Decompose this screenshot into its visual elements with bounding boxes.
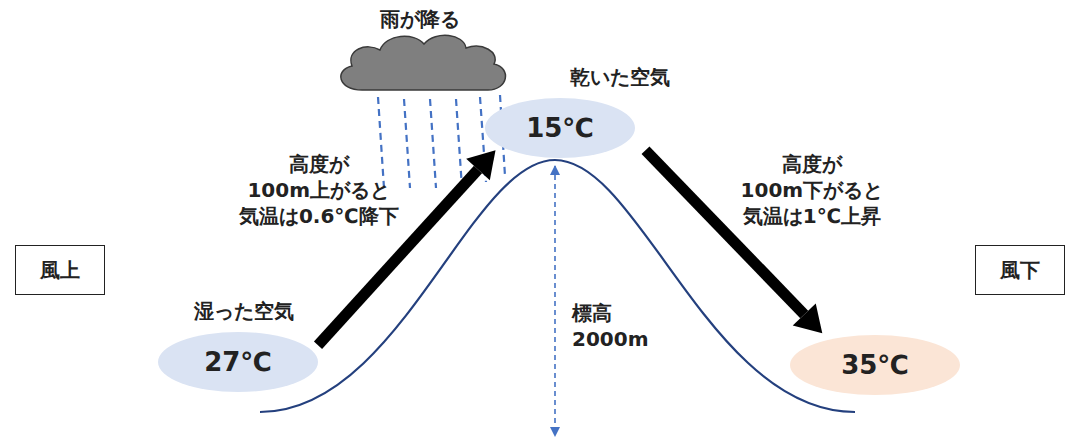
temperature-text: 35℃ xyxy=(841,350,909,380)
edge-label: 高度が 100m上がると 気温は0.6℃降下 xyxy=(229,151,409,229)
ellipse-fill xyxy=(790,335,960,395)
box-label: 風上 xyxy=(40,257,80,284)
rain-label: 雨が降る xyxy=(360,6,480,32)
rain-cloud xyxy=(341,35,506,90)
box-label: 風下 xyxy=(1000,257,1040,284)
ellipse-fill xyxy=(158,332,318,392)
ellipse-fill xyxy=(485,98,635,158)
wind-side-box: 風下 xyxy=(975,245,1065,295)
wind-side-box: 風上 xyxy=(15,245,105,295)
height-label: 標高 2000m xyxy=(572,300,652,352)
temperature-text: 15℃ xyxy=(526,113,594,143)
air-heading: 乾いた空気 xyxy=(570,64,670,91)
air-ellipse: 湿った空気27℃ xyxy=(158,332,318,392)
flow-arrow xyxy=(646,150,823,333)
temperature-text: 27℃ xyxy=(204,347,272,377)
rain xyxy=(378,95,505,188)
edge-label: 高度が 100m下がると 気温は1℃上昇 xyxy=(722,151,902,229)
air-heading: 湿った空気 xyxy=(194,298,294,325)
air-ellipse: 乾いた空気15℃ xyxy=(485,98,635,158)
air-ellipse: 35℃ xyxy=(790,335,960,395)
height-arrow xyxy=(554,166,556,436)
arrow-head xyxy=(466,150,495,180)
arrow-head xyxy=(793,303,823,333)
arrow-shaft xyxy=(646,150,805,314)
